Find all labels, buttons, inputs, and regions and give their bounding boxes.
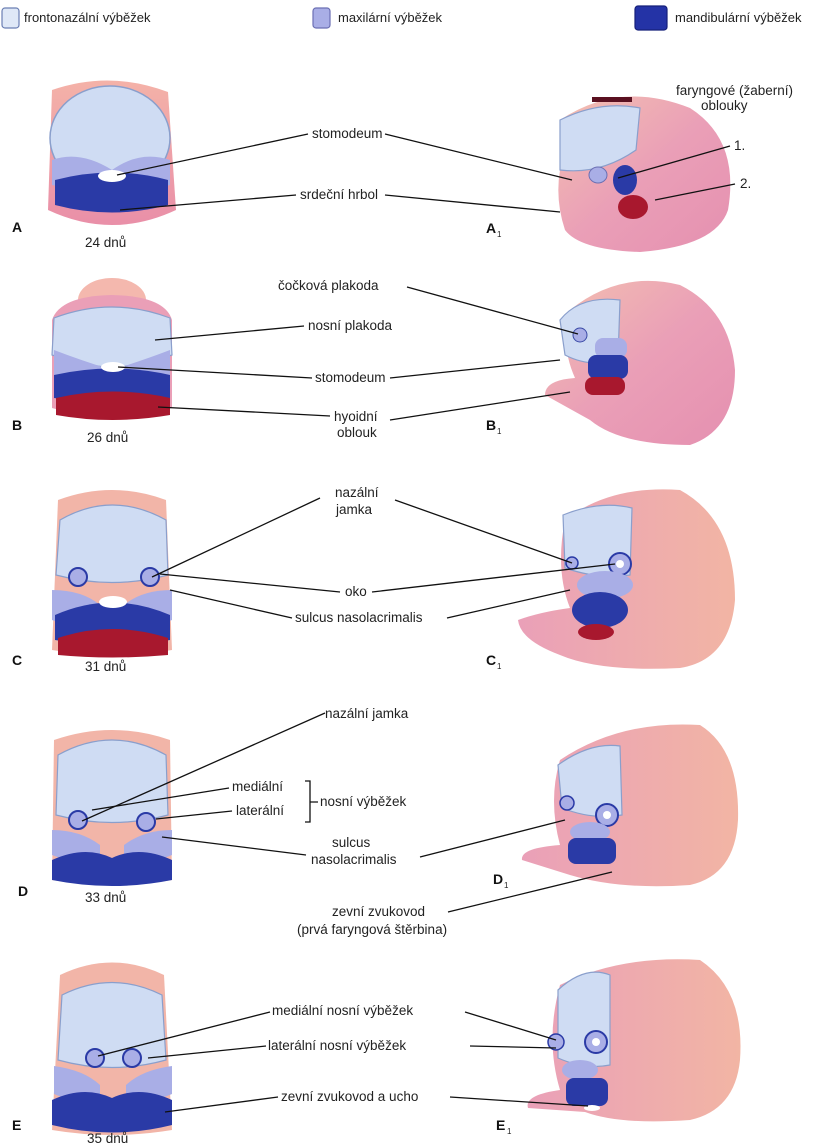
legend-label-maxillary: maxilární výběžek (338, 10, 443, 25)
legend: frontonazální výběžek maxilární výběžek … (2, 6, 802, 30)
row-sub-d1: 1 (504, 881, 509, 890)
label-nasal-pit-d: nazální jamka (325, 706, 409, 721)
legend-swatch-maxillary (313, 8, 330, 28)
row-letter-a1: A (486, 220, 496, 236)
label-nasal-pit-c-1: nazální (335, 485, 379, 500)
legend-swatch-mandibular (635, 6, 667, 30)
row-sub-e1: 1 (507, 1127, 512, 1136)
label-lateral-d: laterální (236, 803, 284, 818)
legend-label-frontonasal: frontonazální výběžek (24, 10, 151, 25)
row-letter-c: C (12, 652, 22, 668)
label-medial-d: mediální (232, 779, 283, 794)
age-d: 33 dnů (85, 890, 126, 905)
row-letter-d: D (18, 883, 28, 899)
embryo-d-side (522, 724, 738, 886)
embryo-b-side (545, 281, 735, 445)
embryo-c-front (52, 490, 172, 658)
label-stomodeum-b: stomodeum (315, 370, 386, 385)
row-letter-a: A (12, 219, 22, 235)
embryo-a-front (48, 80, 176, 225)
row-sub-c1: 1 (497, 662, 502, 671)
embryo-c-side (518, 489, 735, 668)
label-ear-d-2: (prvá faryngová štěrbina) (297, 922, 447, 937)
embryo-e-front (52, 963, 172, 1136)
embryo-a-side (558, 96, 730, 252)
label-sulcus-c: sulcus nasolacrimalis (295, 610, 423, 625)
label-nasal-placode: nosní plakoda (308, 318, 393, 333)
row-letter-e: E (12, 1117, 21, 1133)
row-sub-a1: 1 (497, 230, 502, 239)
legend-swatch-frontonasal (2, 8, 19, 28)
label-sulcus-d-1: sulcus (332, 835, 371, 850)
age-e: 35 dnů (87, 1131, 128, 1146)
label-heart: srdeční hrbol (300, 187, 378, 202)
label-medial-e: mediální nosní výběžek (272, 1003, 413, 1018)
row-letter-b1: B (486, 417, 496, 433)
age-c: 31 dnů (85, 659, 126, 674)
row-letter-c1: C (486, 652, 496, 668)
label-sulcus-d-2: nasolacrimalis (311, 852, 397, 867)
label-arch-1: 1. (734, 138, 745, 153)
embryo-e-side (528, 959, 741, 1121)
label-ear-d-1: zevní zvukovod (332, 904, 425, 919)
bracket-nasal-process (305, 781, 318, 822)
age-a: 24 dnů (85, 235, 126, 250)
label-nasal-pit-c-2: jamka (335, 502, 373, 517)
label-pharyngeal-1: faryngové (žaberní) (676, 83, 793, 98)
label-pharyngeal-2: oblouky (701, 98, 748, 113)
row-letter-b: B (12, 417, 22, 433)
label-arch-2: 2. (740, 176, 751, 191)
age-b: 26 dnů (87, 430, 128, 445)
label-nasal-process: nosní výběžek (320, 794, 407, 809)
row-letter-d1: D (493, 871, 503, 887)
row-letter-e1: E (496, 1117, 505, 1133)
legend-label-mandibular: mandibulární výběžek (675, 10, 802, 25)
label-ear-e: zevní zvukovod a ucho (281, 1089, 418, 1104)
label-hyoid-2: oblouk (337, 425, 377, 440)
embryo-b-front (52, 278, 172, 420)
label-lateral-e: laterální nosní výběžek (268, 1038, 406, 1053)
row-sub-b1: 1 (497, 427, 502, 436)
leader-lines-c (152, 498, 615, 618)
label-lens-placode: čočková plakoda (278, 278, 379, 293)
leader-lines-b (118, 287, 578, 420)
label-hyoid-1: hyoidní (334, 409, 378, 424)
label-stomodeum-a: stomodeum (312, 126, 383, 141)
label-eye: oko (345, 584, 367, 599)
